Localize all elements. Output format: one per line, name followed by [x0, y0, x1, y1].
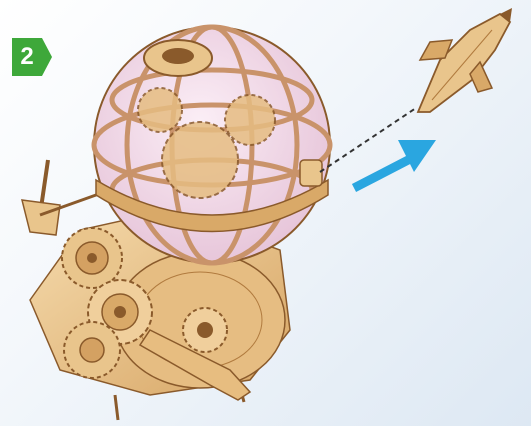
gear-bottom: [64, 322, 120, 378]
gear-left: [62, 228, 122, 288]
gear-right: [183, 308, 227, 352]
assembly-arrow-icon: [354, 140, 436, 188]
space-shuttle-part: [418, 8, 512, 112]
globe-model: [94, 27, 330, 263]
